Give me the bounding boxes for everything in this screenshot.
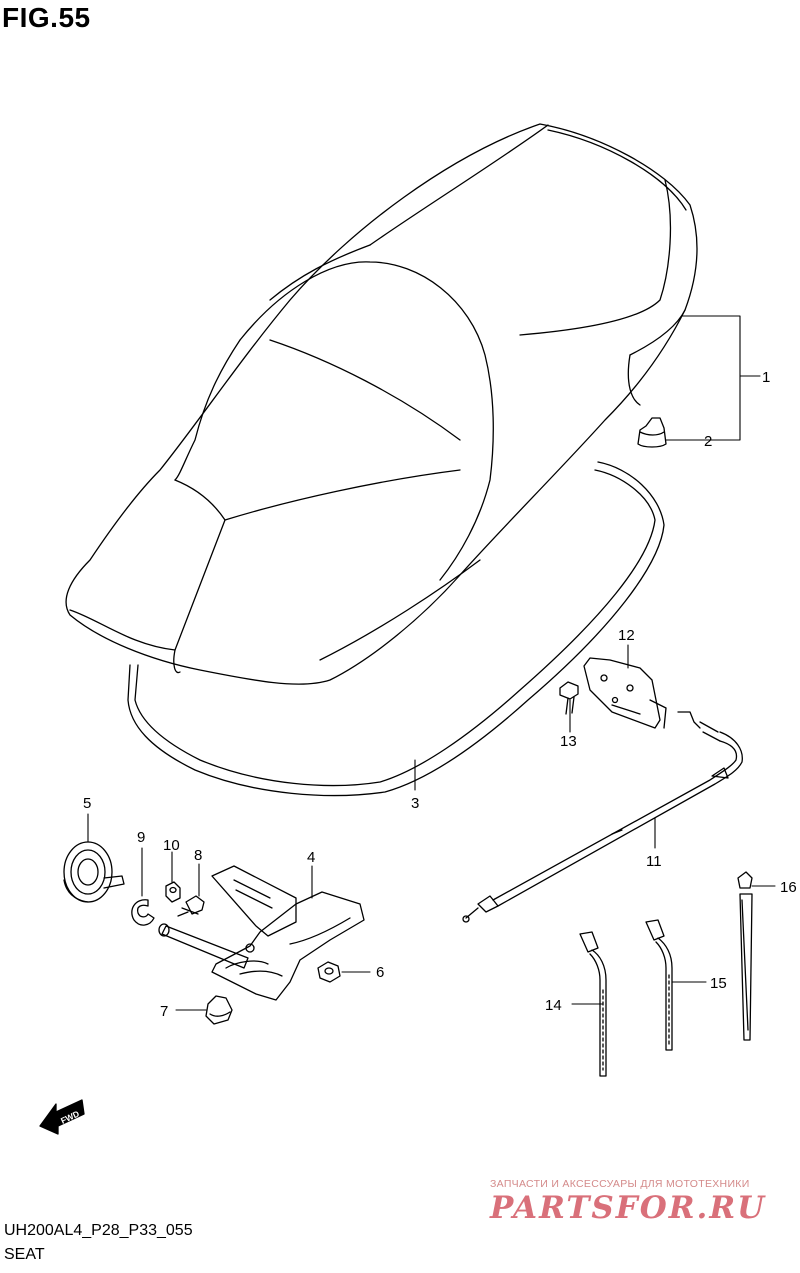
callout-5: 5 <box>83 795 91 812</box>
stopper-part <box>205 995 233 1025</box>
cable-tie-right-part <box>645 919 673 1051</box>
leader-lines <box>87 315 776 1011</box>
figure-code: UH200AL4_P28_P33_055 <box>4 1222 193 1239</box>
nut-part <box>317 961 341 983</box>
callout-15: 15 <box>710 975 727 992</box>
cable-tie-left-part <box>579 931 607 1077</box>
latch-bracket-part <box>583 657 667 729</box>
callout-11: 11 <box>646 853 662 870</box>
bolt-part <box>559 681 579 715</box>
callout-12: 12 <box>618 627 635 644</box>
callout-10: 10 <box>163 837 180 854</box>
figure-caption: SEAT <box>4 1246 45 1263</box>
spring-part <box>63 841 125 903</box>
watermark-tagline: ЗАПЧАСТИ И АКСЕССУАРЫ ДЛЯ МОТОТЕХНИКИ <box>490 1178 750 1190</box>
fwd-arrow: FWD <box>39 1099 85 1135</box>
e-clip-part <box>131 899 155 926</box>
release-cable-part <box>462 711 743 923</box>
callout-8: 8 <box>194 847 202 864</box>
callout-9: 9 <box>137 829 145 846</box>
callout-14: 14 <box>545 997 562 1014</box>
callout-4: 4 <box>307 849 315 866</box>
seat-tray-part <box>127 461 665 797</box>
figure-title: FIG.55 <box>2 2 91 33</box>
callout-16: 16 <box>780 879 797 896</box>
hinge-part <box>158 865 365 1001</box>
callout-6: 6 <box>376 964 384 981</box>
callout-7: 7 <box>160 1003 168 1020</box>
callout-1: 1 <box>762 369 770 386</box>
callout-3: 3 <box>411 795 419 812</box>
clamp-part <box>737 871 753 1041</box>
screw-part <box>177 895 205 917</box>
watermark-logo: PARTSFOR.RU <box>490 1190 767 1226</box>
cushion-part <box>637 417 667 448</box>
washer-part <box>165 881 181 903</box>
seat-part <box>65 123 698 685</box>
callout-13: 13 <box>560 733 577 750</box>
callout-2: 2 <box>704 433 712 450</box>
callout-labels: 1 2 3 4 5 6 7 8 9 10 11 12 13 14 15 16 <box>83 369 797 1020</box>
